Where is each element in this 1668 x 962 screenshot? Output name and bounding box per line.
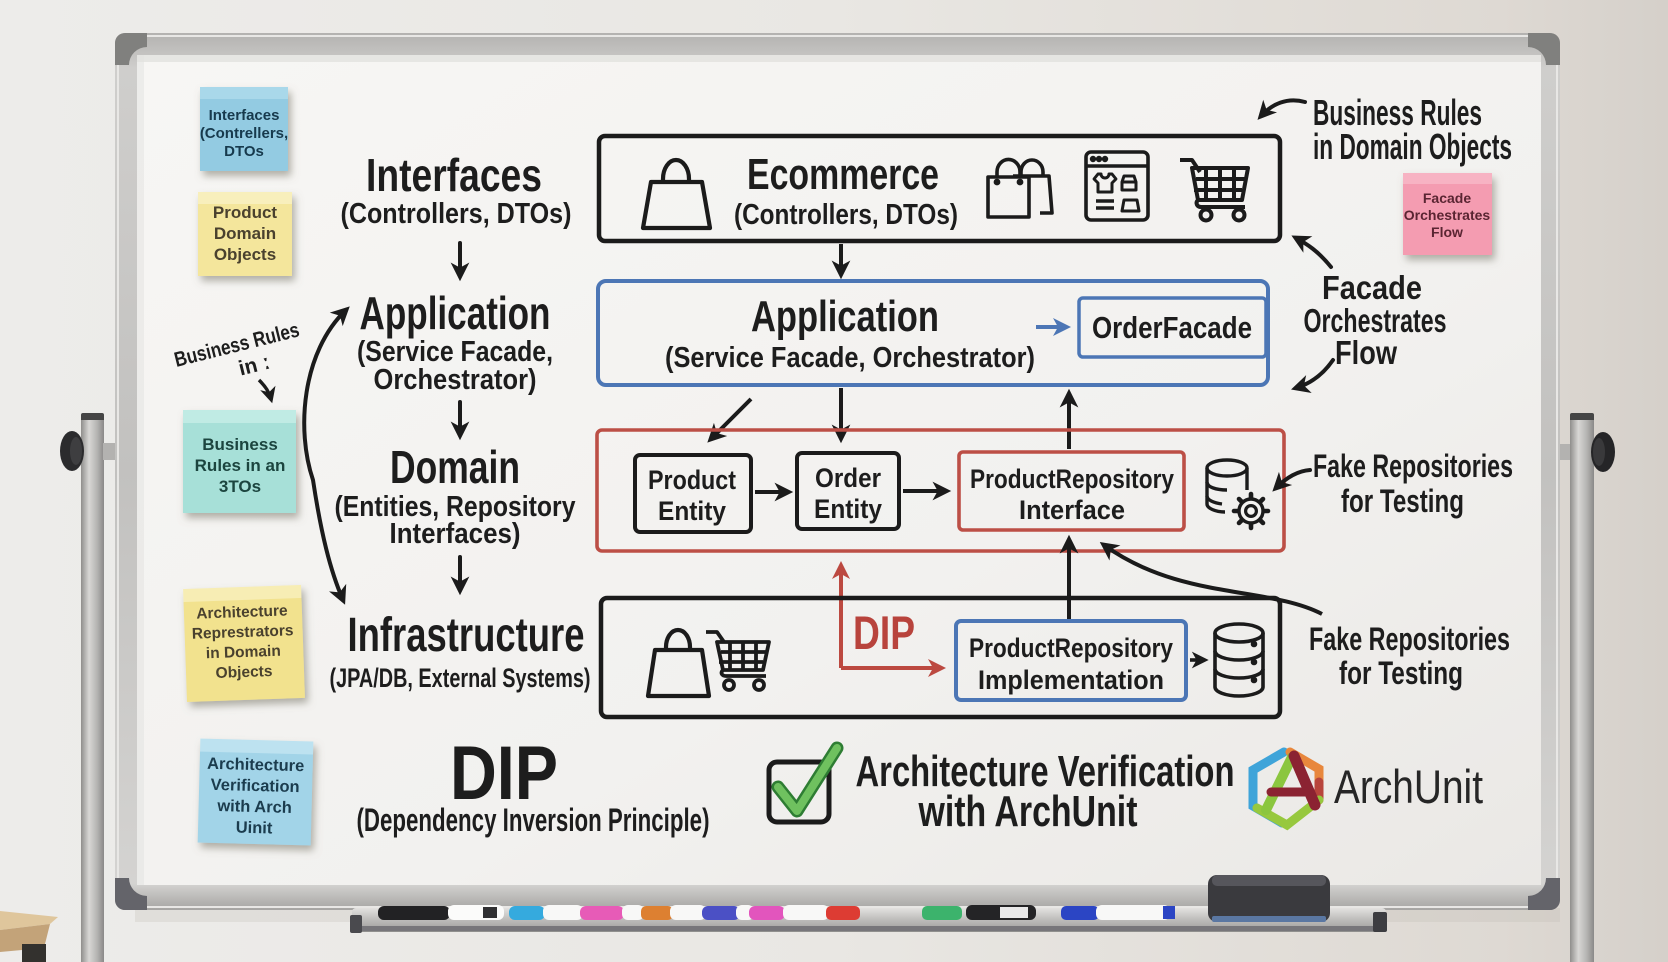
- svg-text:(Controllers, DTOs): (Controllers, DTOs): [341, 198, 572, 230]
- svg-text:Domain: Domain: [214, 224, 276, 243]
- svg-text:Orchestrator): Orchestrator): [374, 364, 537, 396]
- svg-text:Orchestrates: Orchestrates: [1404, 207, 1491, 223]
- svg-text:ArchUnit: ArchUnit: [1334, 760, 1483, 813]
- svg-text:Business: Business: [202, 435, 278, 454]
- svg-text:ProductRepository: ProductRepository: [970, 464, 1174, 494]
- svg-text:Application: Application: [360, 287, 551, 339]
- svg-text:ProductRepository: ProductRepository: [969, 633, 1173, 663]
- svg-text:Entity: Entity: [814, 494, 882, 524]
- svg-text:Verification: Verification: [210, 776, 299, 796]
- svg-text:(Service Facade,: (Service Facade,: [357, 336, 553, 368]
- svg-text:Entity: Entity: [658, 496, 726, 526]
- svg-text:Product: Product: [648, 465, 736, 495]
- svg-text:(Entities, Repository: (Entities, Repository: [335, 491, 576, 523]
- svg-text:Architecture: Architecture: [196, 602, 288, 622]
- svg-text:Orchestrates: Orchestrates: [1304, 302, 1447, 339]
- svg-text:Ecommerce: Ecommerce: [747, 150, 939, 199]
- svg-text:3TOs: 3TOs: [219, 477, 261, 496]
- svg-text:Fake Repositories: Fake Repositories: [1313, 448, 1513, 484]
- svg-text:(Service Facade, Orchestrator): (Service Facade, Orchestrator): [665, 342, 1035, 374]
- svg-text:Architecture: Architecture: [207, 755, 305, 776]
- svg-text:Architecture Verification: Architecture Verification: [856, 747, 1235, 796]
- svg-text:Fake Repositories: Fake Repositories: [1309, 621, 1510, 657]
- svg-text:Interfaces): Interfaces): [390, 518, 521, 550]
- svg-text:for Testing: for Testing: [1341, 483, 1464, 519]
- svg-text:Product: Product: [213, 203, 278, 222]
- svg-text:for Testing: for Testing: [1339, 655, 1463, 691]
- svg-text:Interface: Interface: [1019, 495, 1125, 525]
- svg-text:Represtrators: Represtrators: [192, 622, 294, 643]
- svg-text:Domain: Domain: [390, 441, 520, 493]
- svg-text:Order: Order: [815, 463, 881, 493]
- svg-text:(Controllers, DTOs): (Controllers, DTOs): [734, 199, 958, 231]
- svg-text:Interfaces: Interfaces: [209, 107, 280, 124]
- svg-text:(JPA/DB, External Systems): (JPA/DB, External Systems): [330, 663, 591, 693]
- svg-text:Infrastructure: Infrastructure: [348, 609, 585, 662]
- svg-text:in Domain: in Domain: [206, 643, 281, 663]
- svg-text:Rules in an: Rules in an: [195, 456, 286, 475]
- svg-text:Application: Application: [751, 292, 939, 341]
- svg-text:DIP: DIP: [853, 606, 915, 659]
- svg-text:Uinit: Uinit: [235, 819, 273, 838]
- svg-text:with ArchUnit: with ArchUnit: [918, 787, 1138, 836]
- svg-text:DTOs: DTOs: [224, 143, 264, 160]
- svg-text:(Dependency Inversion Principl: (Dependency Inversion Principle): [357, 802, 710, 838]
- svg-text:Objects: Objects: [215, 663, 272, 682]
- svg-text:Business Rules: Business Rules: [1313, 92, 1482, 133]
- svg-text:Flow: Flow: [1431, 224, 1463, 240]
- svg-text:Facade: Facade: [1423, 190, 1471, 206]
- svg-text:in Domain Objects: in Domain Objects: [1313, 126, 1512, 167]
- svg-text:Objects: Objects: [214, 245, 276, 264]
- svg-text:OrderFacade: OrderFacade: [1092, 310, 1252, 345]
- svg-text:with Arch: with Arch: [216, 797, 292, 817]
- svg-text:Interfaces: Interfaces: [366, 149, 542, 201]
- svg-text:(Contrellers,: (Contrellers,: [200, 125, 288, 142]
- svg-text:Flow: Flow: [1335, 334, 1397, 371]
- svg-text:Facade: Facade: [1322, 269, 1422, 306]
- svg-text:Implementation: Implementation: [978, 665, 1164, 695]
- svg-text:DIP: DIP: [450, 731, 558, 816]
